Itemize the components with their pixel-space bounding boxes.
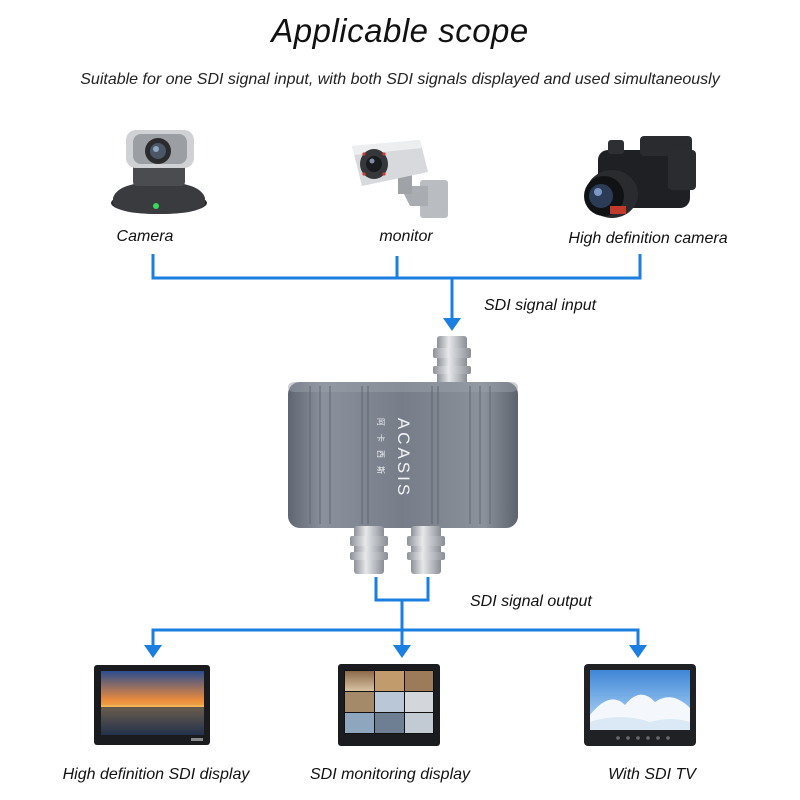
security-camera-icon xyxy=(352,140,448,218)
device-brand-logo: ACASIS xyxy=(394,418,413,498)
page-title: Applicable scope xyxy=(271,12,529,49)
output-flow-label: SDI signal output xyxy=(470,593,592,610)
output-label-monitoring-display: SDI monitoring display xyxy=(309,766,471,783)
output-arrowhead-center xyxy=(393,645,411,658)
ptz-camera-icon xyxy=(111,130,207,214)
output-label-sdi-tv: With SDI TV xyxy=(608,766,696,783)
sdi-splitter-device xyxy=(288,336,518,574)
hd-display-icon xyxy=(94,665,210,745)
input-label-monitor: monitor xyxy=(379,228,433,245)
sdi-tv-icon xyxy=(584,664,696,746)
input-label-hd-camera: High definition camera xyxy=(568,230,728,247)
input-arrowhead xyxy=(443,318,461,331)
output-arrowhead-left xyxy=(144,645,162,658)
input-connector xyxy=(151,254,642,320)
output-label-hd-display: High definition SDI display xyxy=(62,766,250,783)
device-chinese-logo: 阿卡西斯 xyxy=(376,418,386,482)
camcorder-icon xyxy=(584,136,696,218)
output-arrowhead-right xyxy=(629,645,647,658)
output-connector xyxy=(151,577,640,645)
monitoring-display-icon xyxy=(338,664,440,746)
input-label-camera: Camera xyxy=(116,228,174,245)
page-subtitle: Suitable for one SDI signal input, with … xyxy=(80,71,720,88)
input-flow-label: SDI signal input xyxy=(484,297,597,314)
